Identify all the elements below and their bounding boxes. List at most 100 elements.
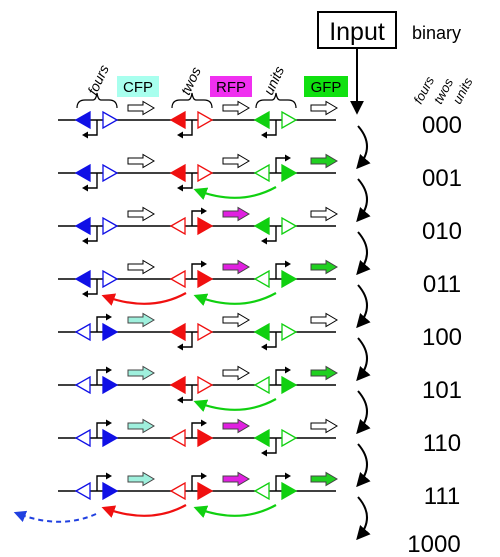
promoter-forward-head xyxy=(106,366,112,374)
promoter-reverse xyxy=(266,120,277,136)
recombinase-site-units xyxy=(253,269,270,289)
reporter-label-twos: RFP xyxy=(216,79,246,96)
recombinase-site-twos xyxy=(197,269,214,289)
promoter-reverse xyxy=(266,332,277,348)
recombinase-site-units xyxy=(281,216,298,236)
circuit-row xyxy=(58,312,371,382)
reporter-arrow-fours xyxy=(127,418,155,434)
recombinase-site-fours xyxy=(74,428,91,448)
promoter-forward xyxy=(275,475,286,491)
promoter-reverse-head xyxy=(261,131,267,139)
reporter-arrow-twos xyxy=(222,418,250,434)
module-header-units: units GFP xyxy=(255,64,348,109)
recombinase-site-twos xyxy=(169,269,186,289)
recombinase-site-twos xyxy=(169,375,186,395)
reporter-arrow-twos xyxy=(222,471,250,487)
promoter-forward-head xyxy=(201,260,207,268)
promoter-forward-head xyxy=(285,260,291,268)
reporter-arrow-twos xyxy=(222,312,250,328)
recombinase-site-twos xyxy=(169,322,186,342)
recombinase-site-twos xyxy=(169,110,186,130)
reporter-arrow-units xyxy=(310,471,338,487)
recombinase-site-twos xyxy=(197,375,214,395)
inversion-arrow-units xyxy=(193,186,277,200)
recombinase-site-fours xyxy=(102,428,119,448)
recombinase-site-fours xyxy=(74,163,91,183)
circuit-row xyxy=(58,100,371,170)
reporter-box-fours xyxy=(117,76,159,97)
recombinase-site-units xyxy=(253,375,270,395)
input-box: Input xyxy=(317,11,397,49)
recombinase-site-fours xyxy=(102,322,119,342)
promoter-reverse xyxy=(182,120,193,136)
promoter-reverse-head xyxy=(177,343,183,351)
reporter-arrow-twos xyxy=(222,206,250,222)
inversion-arrow-twos xyxy=(101,292,187,306)
promoter-forward xyxy=(96,422,107,438)
promoter-reverse-head xyxy=(177,396,183,404)
promoter-forward-head xyxy=(201,472,207,480)
binary-value: 110 xyxy=(423,430,461,457)
recombinase-site-fours xyxy=(102,481,119,501)
binary-value: 000 xyxy=(422,112,462,139)
recombinase-site-units xyxy=(253,322,270,342)
recombinase-site-units xyxy=(253,481,270,501)
promoter-forward xyxy=(96,369,107,385)
reporter-box-twos xyxy=(210,76,252,97)
input-step-arrow xyxy=(356,496,371,541)
promoter-forward xyxy=(275,369,286,385)
input-label: Input xyxy=(329,18,385,46)
recombinase-site-fours xyxy=(102,269,119,289)
reporter-arrow-units xyxy=(310,418,338,434)
reporter-arrow-twos xyxy=(222,365,250,381)
recombinase-site-units xyxy=(281,481,298,501)
recombinase-site-twos xyxy=(197,110,214,130)
promoter-reverse-head xyxy=(261,449,267,457)
circuit-row xyxy=(58,259,371,329)
promoter-forward-head xyxy=(106,472,112,480)
promoter-reverse xyxy=(87,173,98,189)
promoter-forward-head xyxy=(106,419,112,427)
input-step-arrow xyxy=(356,337,371,382)
recombinase-site-units xyxy=(281,428,298,448)
promoter-reverse-head xyxy=(261,343,267,351)
reporter-arrow-units xyxy=(310,365,338,381)
input-step-arrow xyxy=(356,390,371,435)
circuit-row xyxy=(58,418,371,488)
promoter-reverse-head xyxy=(82,131,88,139)
module-label-units: units xyxy=(260,64,287,98)
recombinase-site-fours xyxy=(74,375,91,395)
binary-value: 010 xyxy=(422,218,462,245)
reporter-arrow-fours xyxy=(127,471,155,487)
recombinase-site-units xyxy=(253,110,270,130)
binary-value: 011 xyxy=(423,271,461,298)
promoter-reverse-head xyxy=(177,184,183,192)
recombinase-site-fours xyxy=(102,110,119,130)
circuit-row xyxy=(58,471,371,541)
promoter-forward xyxy=(191,210,202,226)
reporter-arrow-units xyxy=(310,312,338,328)
recombinase-site-units xyxy=(281,110,298,130)
circuit-row xyxy=(58,206,371,276)
module-header-fours: fours CFP xyxy=(76,62,159,109)
recombinase-site-twos xyxy=(197,481,214,501)
inversion-arrow-twos xyxy=(101,504,187,518)
recombinase-site-units xyxy=(281,322,298,342)
promoter-reverse xyxy=(87,120,98,136)
binary-value: 111 xyxy=(424,483,460,510)
reporter-arrow-twos xyxy=(222,259,250,275)
brace-twos xyxy=(171,92,213,109)
reporter-box-units xyxy=(304,76,348,97)
promoter-reverse-head xyxy=(261,237,267,245)
recombinase-site-units xyxy=(253,216,270,236)
inversion-arrow-units xyxy=(193,504,277,518)
binary-value: 101 xyxy=(422,377,462,404)
module-header-twos: twos RFP xyxy=(171,64,252,109)
reporter-arrow-fours xyxy=(127,365,155,381)
promoter-forward xyxy=(275,157,286,173)
recombinase-site-twos xyxy=(197,163,214,183)
recombinase-site-fours xyxy=(102,216,119,236)
recombinase-site-twos xyxy=(169,163,186,183)
promoter-forward-head xyxy=(285,366,291,374)
